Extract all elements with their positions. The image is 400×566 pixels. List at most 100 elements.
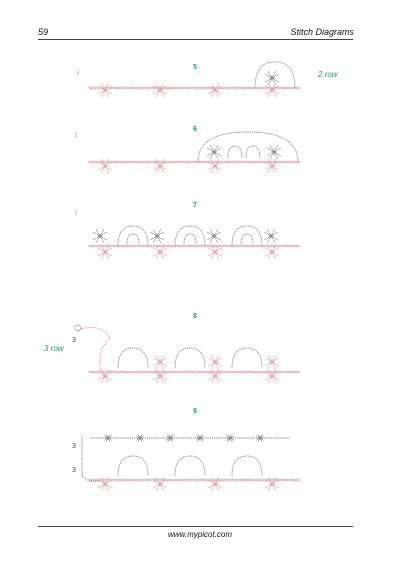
chain-stitch: [99, 160, 105, 164]
petal-stitch: [159, 361, 168, 367]
petal-stitch: [104, 161, 113, 167]
petal-stitch: [213, 151, 219, 160]
chain-stitch: [223, 86, 229, 90]
chain-stitch: [279, 244, 285, 248]
chain-stitch: [111, 86, 117, 90]
petal-stitch: [152, 228, 158, 237]
petal-stitch: [273, 151, 279, 160]
petal-stitch: [155, 244, 161, 253]
chain-stitch: [223, 244, 229, 248]
petal-stitch: [104, 483, 110, 492]
flower-center: [212, 150, 216, 154]
petal-stitch: [267, 354, 273, 363]
chain-stitch: [247, 478, 253, 482]
chain-stitch: [163, 370, 169, 374]
chain-stitch: [187, 478, 193, 482]
flower-center: [269, 163, 275, 169]
petal-stitch: [97, 479, 106, 485]
petal-stitch: [227, 433, 231, 439]
petal-stitch: [104, 244, 110, 253]
chain-stitch: [199, 478, 205, 482]
petal-stitch: [271, 89, 280, 95]
petal-stitch: [264, 357, 273, 363]
flower-center: [212, 87, 218, 93]
flower-center: [212, 249, 218, 255]
petal-stitch: [159, 483, 168, 489]
chain-stitch: [215, 244, 221, 248]
chain-stitch: [87, 370, 93, 374]
chain-stitch: [143, 86, 149, 90]
chain-stitch: [115, 86, 121, 90]
petal-stitch: [165, 437, 171, 441]
chain-stitch: [175, 478, 181, 482]
petal-stitch: [214, 483, 223, 489]
arch-loop: [174, 455, 206, 477]
chain-stitch: [207, 160, 213, 164]
petal-stitch: [149, 235, 158, 241]
petal-stitch: [135, 437, 141, 441]
chain-stitch: [227, 160, 233, 164]
chain-stitch: [275, 244, 281, 248]
chain-stitch: [191, 160, 197, 164]
petal-stitch: [99, 231, 108, 237]
petal-stitch: [271, 361, 280, 367]
chain-stitch: [163, 86, 169, 90]
petal-stitch: [214, 375, 223, 381]
petal-stitch: [271, 158, 277, 167]
petal-stitch: [266, 147, 275, 153]
flower-center: [157, 373, 163, 379]
chain-stitch: [115, 244, 121, 248]
petal-stitch: [104, 251, 110, 260]
flower-center: [269, 359, 275, 365]
chain-stitch: [199, 244, 205, 248]
chain-stitch: [203, 160, 209, 164]
chain-stitch: [191, 244, 197, 248]
petal-stitch: [213, 147, 222, 153]
chain-stitch: [139, 160, 145, 164]
petal-stitch: [210, 361, 216, 370]
chain-stitch: [123, 244, 129, 248]
petal-stitch: [270, 231, 279, 237]
chain-stitch: [151, 244, 157, 248]
chain-stitch: [283, 370, 289, 374]
arch-loop: [117, 347, 149, 369]
petal-stitch: [159, 375, 165, 384]
flower-center: [269, 87, 275, 93]
flower-center: [198, 436, 202, 440]
petal-stitch: [271, 85, 280, 91]
chain-stitch: [143, 160, 149, 164]
flower-center: [228, 436, 232, 440]
chain-stitch: [107, 160, 113, 164]
chain-stitch: [215, 370, 221, 374]
chain-stitch: [107, 370, 113, 374]
chain-stitch: [291, 478, 297, 482]
petal-stitch: [264, 85, 273, 91]
flower-center: [212, 481, 218, 487]
petal-stitch: [271, 244, 277, 253]
petal-stitch: [139, 435, 145, 439]
petal-stitch: [152, 165, 161, 171]
petal-stitch: [92, 231, 101, 237]
chain-stitch: [123, 86, 129, 90]
chain-stitch: [287, 370, 293, 374]
petal-stitch: [210, 483, 216, 492]
chain-stitch: [135, 160, 141, 164]
chain-stitch: [287, 160, 293, 164]
petal-stitch: [207, 371, 216, 377]
petal-stitch: [159, 165, 168, 171]
chain-stitch: [271, 86, 277, 90]
chain-stitch: [235, 478, 241, 482]
petal-stitch: [210, 158, 216, 167]
chain-stitch: [195, 478, 201, 482]
chain-stitch: [279, 86, 285, 90]
chain-stitch: [107, 478, 113, 482]
petal-stitch: [167, 433, 171, 439]
petal-stitch: [225, 437, 231, 441]
flower-center: [157, 163, 163, 169]
arch-loop: [240, 233, 254, 245]
footer-divider: [38, 526, 353, 527]
chain-stitch: [119, 160, 125, 164]
chain-stitch: [211, 244, 217, 248]
petal-stitch: [159, 85, 168, 91]
chain-stitch: [159, 160, 165, 164]
